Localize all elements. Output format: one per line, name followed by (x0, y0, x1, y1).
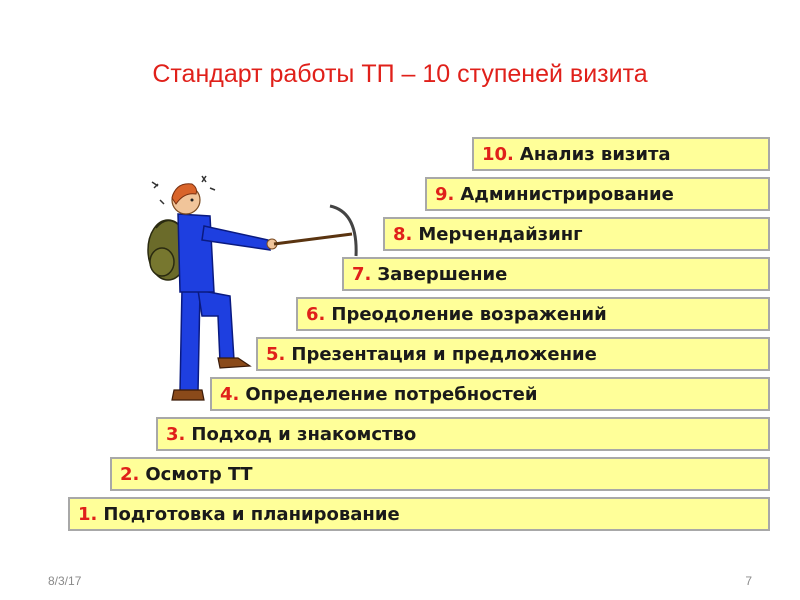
step-number: 8. (393, 223, 413, 245)
step-7: 7. Завершение (342, 257, 770, 291)
step-9: 9. Администрирование (425, 177, 770, 211)
step-label: Анализ визита (519, 143, 671, 165)
step-label: Подход и знакомство (191, 423, 417, 445)
shoes (171, 357, 252, 401)
ice-axe (273, 204, 358, 257)
step-3: 3. Подход и знакомство (156, 417, 770, 451)
step-number: 6. (306, 303, 326, 325)
legs (179, 287, 235, 393)
page-number: 7 (745, 574, 752, 588)
step-label: Преодоление возражений (331, 303, 607, 325)
step-4: 4. Определение потребностей (210, 377, 770, 411)
step-2: 2. Осмотр ТТ (110, 457, 770, 491)
step-number: 5. (266, 343, 286, 365)
step-8: 8. Мерчендайзинг (383, 217, 770, 251)
step-label: Презентация и предложение (291, 343, 597, 365)
step-number: 4. (220, 383, 240, 405)
step-number: 10. (482, 143, 514, 165)
step-number: 1. (78, 503, 98, 525)
slide-title: Стандарт работы ТП – 10 ступеней визита (152, 60, 648, 88)
step-5: 5. Презентация и предложение (256, 337, 770, 371)
step-number: 7. (352, 263, 372, 285)
climber-illustration (147, 175, 358, 401)
step-label: Завершение (377, 263, 508, 285)
step-1: 1. Подготовка и планирование (68, 497, 770, 531)
footer-date: 8/3/17 (48, 574, 82, 588)
step-label: Определение потребностей (245, 383, 538, 405)
head (171, 183, 201, 215)
torso (177, 213, 215, 293)
step-number: 3. (166, 423, 186, 445)
step-10: 10. Анализ визита (472, 137, 770, 171)
sweat-marks (151, 175, 216, 205)
step-label: Подготовка и планирование (103, 503, 400, 525)
step-6: 6. Преодоление возражений (296, 297, 770, 331)
arm (201, 225, 271, 251)
step-number: 9. (435, 183, 455, 205)
step-number: 2. (120, 463, 140, 485)
step-label: Мерчендайзинг (418, 223, 583, 245)
step-label: Осмотр ТТ (145, 463, 253, 485)
step-label: Администрирование (460, 183, 674, 205)
